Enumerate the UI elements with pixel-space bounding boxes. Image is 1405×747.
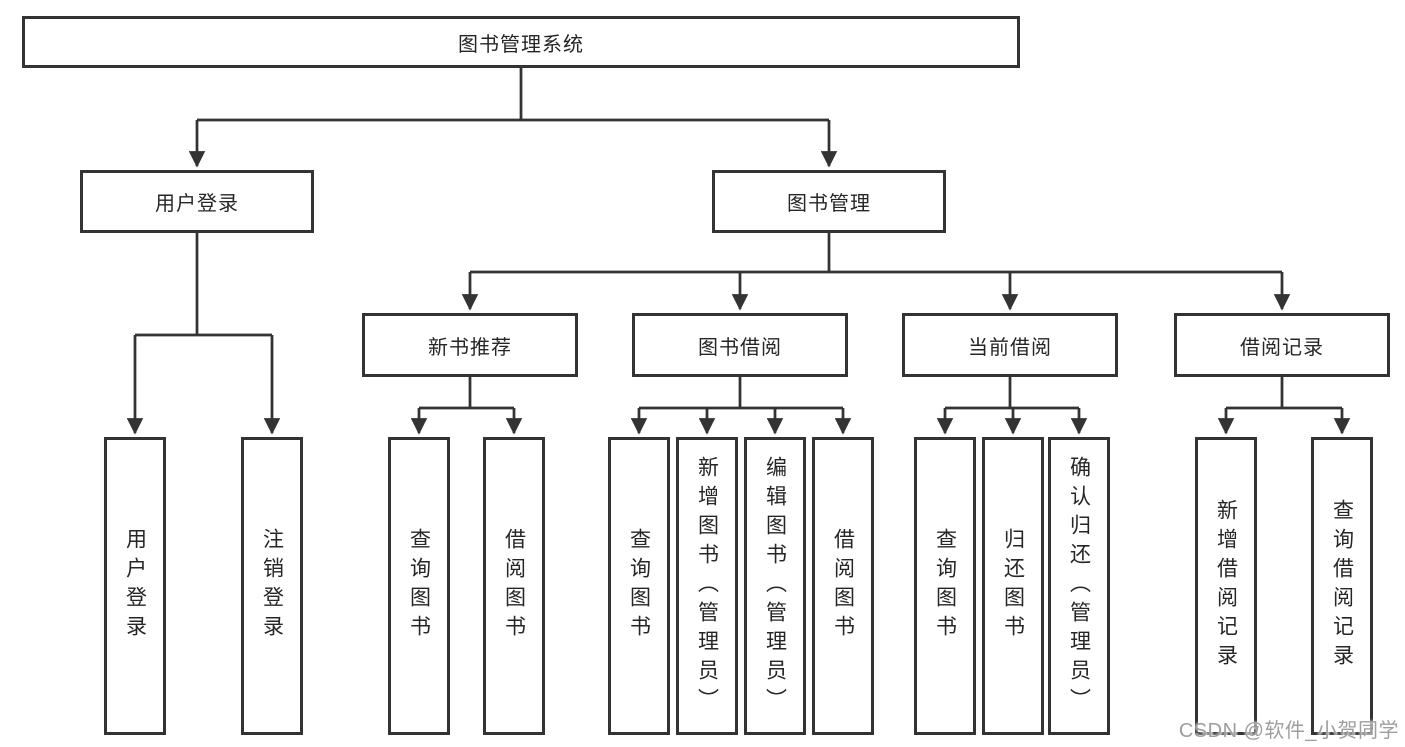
node-label: 新增借阅记录 <box>1214 499 1238 673</box>
leaf-query-books-recommend: 查询图书 <box>388 437 450 735</box>
node-label: 借阅图书 <box>502 528 526 644</box>
leaf-query-books-current: 查询图书 <box>914 437 976 735</box>
node-label: 归还图书 <box>1001 528 1025 644</box>
node-label: 图书借阅 <box>698 336 782 359</box>
node-borrow-records: 借阅记录 <box>1174 313 1390 377</box>
leaf-add-books-admin: 新增图书（管理员） <box>676 437 738 735</box>
leaf-borrow-books-recommend: 借阅图书 <box>483 437 545 735</box>
node-current-borrow: 当前借阅 <box>902 313 1118 377</box>
node-label: 新书推荐 <box>428 336 512 359</box>
node-label: 新增图书（管理员） <box>695 455 719 717</box>
leaf-borrow-books: 借阅图书 <box>812 437 874 735</box>
connector-user-login-branch <box>126 233 281 435</box>
node-label: 图书管理系统 <box>458 33 584 56</box>
leaf-query-borrow-record: 查询借阅记录 <box>1311 437 1373 735</box>
node-label: 图书管理 <box>787 193 871 215</box>
leaf-confirm-return-admin: 确认归还（管理员） <box>1048 437 1110 735</box>
node-label: 用户登录 <box>123 528 147 644</box>
node-label: 确认归还（管理员） <box>1067 455 1091 717</box>
connector-new-rec-branch <box>410 377 523 435</box>
node-label: 编辑图书（管理员） <box>763 455 787 717</box>
leaf-query-books-borrow: 查询图书 <box>608 437 670 735</box>
node-label: 查询借阅记录 <box>1330 499 1354 673</box>
node-label: 查询图书 <box>933 528 957 644</box>
connector-current-borrow-branch <box>936 377 1088 435</box>
node-label: 用户登录 <box>155 193 239 215</box>
node-label: 查询图书 <box>627 528 651 644</box>
node-label: 查询图书 <box>407 528 431 644</box>
node-label: 借阅图书 <box>831 528 855 644</box>
connector-borrow-records-branch <box>1217 377 1351 435</box>
node-user-login: 用户登录 <box>80 170 314 233</box>
leaf-add-borrow-record: 新增借阅记录 <box>1195 437 1257 735</box>
leaf-user-login: 用户登录 <box>104 437 166 735</box>
leaf-logout-login: 注销登录 <box>241 437 303 735</box>
node-library-system-root: 图书管理系统 <box>22 16 1020 68</box>
node-label: 借阅记录 <box>1240 336 1324 359</box>
leaf-return-books: 归还图书 <box>982 437 1044 735</box>
connector-book-borrow-branch <box>630 377 852 435</box>
node-book-borrow: 图书借阅 <box>632 313 848 377</box>
leaf-edit-books-admin: 编辑图书（管理员） <box>744 437 806 735</box>
node-book-management: 图书管理 <box>712 170 946 233</box>
node-label: 注销登录 <box>260 528 284 644</box>
connector-root-branch <box>188 68 838 168</box>
node-new-book-recommend: 新书推荐 <box>362 313 578 377</box>
csdn-watermark: CSDN @软件_小贺同学 <box>1178 720 1399 742</box>
connector-book-mgmt-branch <box>461 233 1291 311</box>
node-label: 当前借阅 <box>968 336 1052 359</box>
